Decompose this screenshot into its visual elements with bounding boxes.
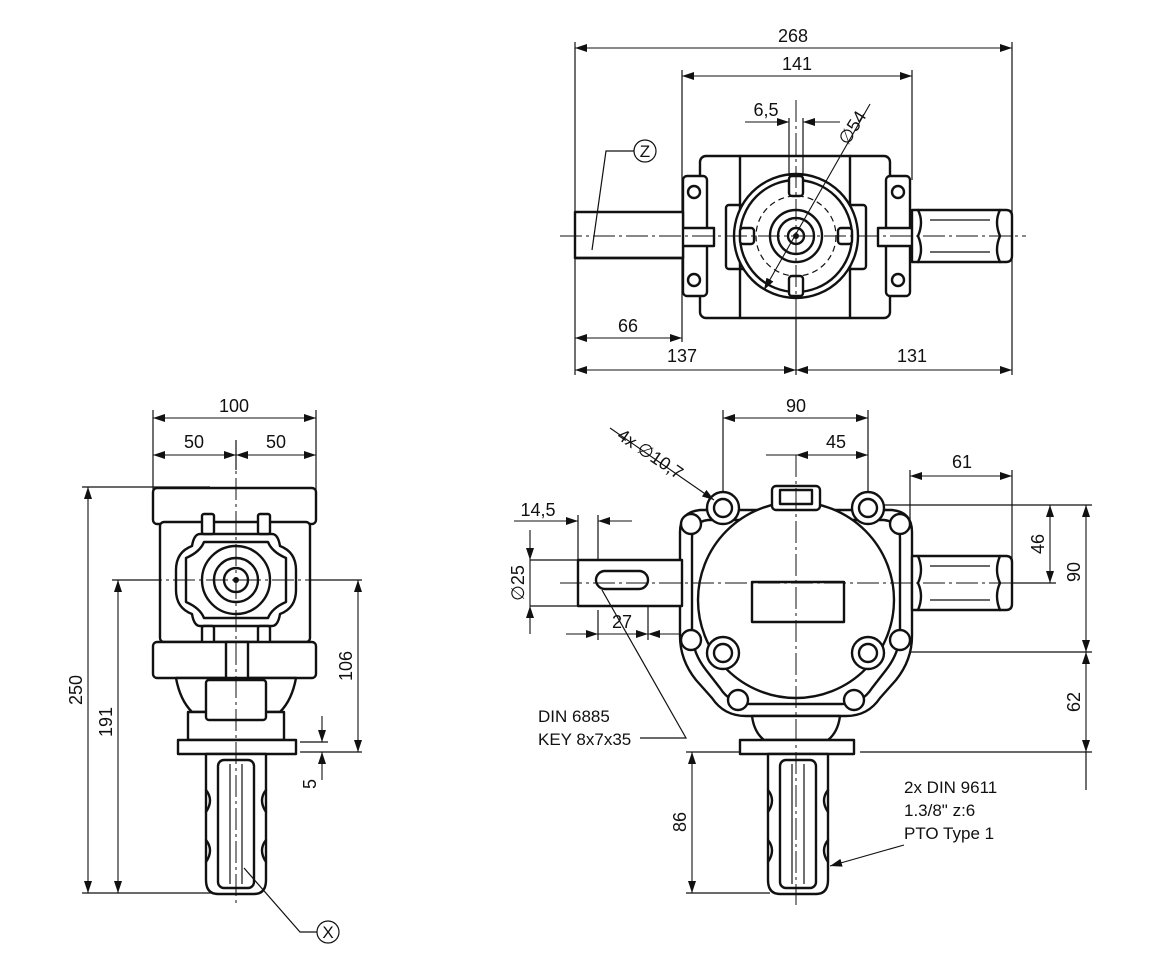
pto-note-line2: 1.3/8" z:6 (904, 801, 975, 820)
dim-50-left: 50 (184, 432, 204, 452)
key-note-line1: DIN 6885 (538, 707, 610, 726)
callout-x: X (322, 923, 333, 942)
dim-137: 137 (667, 346, 697, 366)
dim-268: 268 (778, 26, 808, 46)
dim-141: 141 (782, 54, 812, 74)
dim-100: 100 (219, 396, 249, 416)
dim-191: 191 (96, 707, 116, 737)
dim-45: 45 (826, 432, 846, 452)
key-note-line2: KEY 8x7x35 (538, 730, 631, 749)
side-view: 100 50 50 250 191 106 5 X (66, 396, 362, 944)
front-view: 90 45 61 4x ∅10,7 14,5 ∅25 27 46 90 62 (508, 396, 1092, 905)
dim-106: 106 (336, 651, 356, 681)
pto-note-line3: PTO Type 1 (904, 824, 994, 843)
dim-dia-25: ∅25 (508, 565, 528, 601)
dim-66: 66 (618, 316, 638, 336)
dim-46: 46 (1028, 534, 1048, 554)
dim-250: 250 (66, 675, 86, 705)
dim-61: 61 (952, 452, 972, 472)
dim-50-right: 50 (266, 432, 286, 452)
dim-5: 5 (300, 779, 320, 789)
dim-holes: 4x ∅10,7 (614, 425, 687, 483)
dim-27: 27 (612, 612, 632, 632)
dim-90-right: 90 (1064, 562, 1084, 582)
top-view: 268 141 6,5 ∅54 66 137 131 Z (560, 26, 1026, 375)
dim-14-5: 14,5 (520, 500, 555, 520)
dim-62: 62 (1064, 692, 1084, 712)
dim-131: 131 (897, 346, 927, 366)
pto-note-line1: 2x DIN 9611 (904, 778, 997, 797)
dim-6-5: 6,5 (753, 100, 778, 120)
dim-86: 86 (670, 812, 690, 832)
callout-z: Z (640, 142, 650, 161)
dim-90-top: 90 (786, 396, 806, 416)
